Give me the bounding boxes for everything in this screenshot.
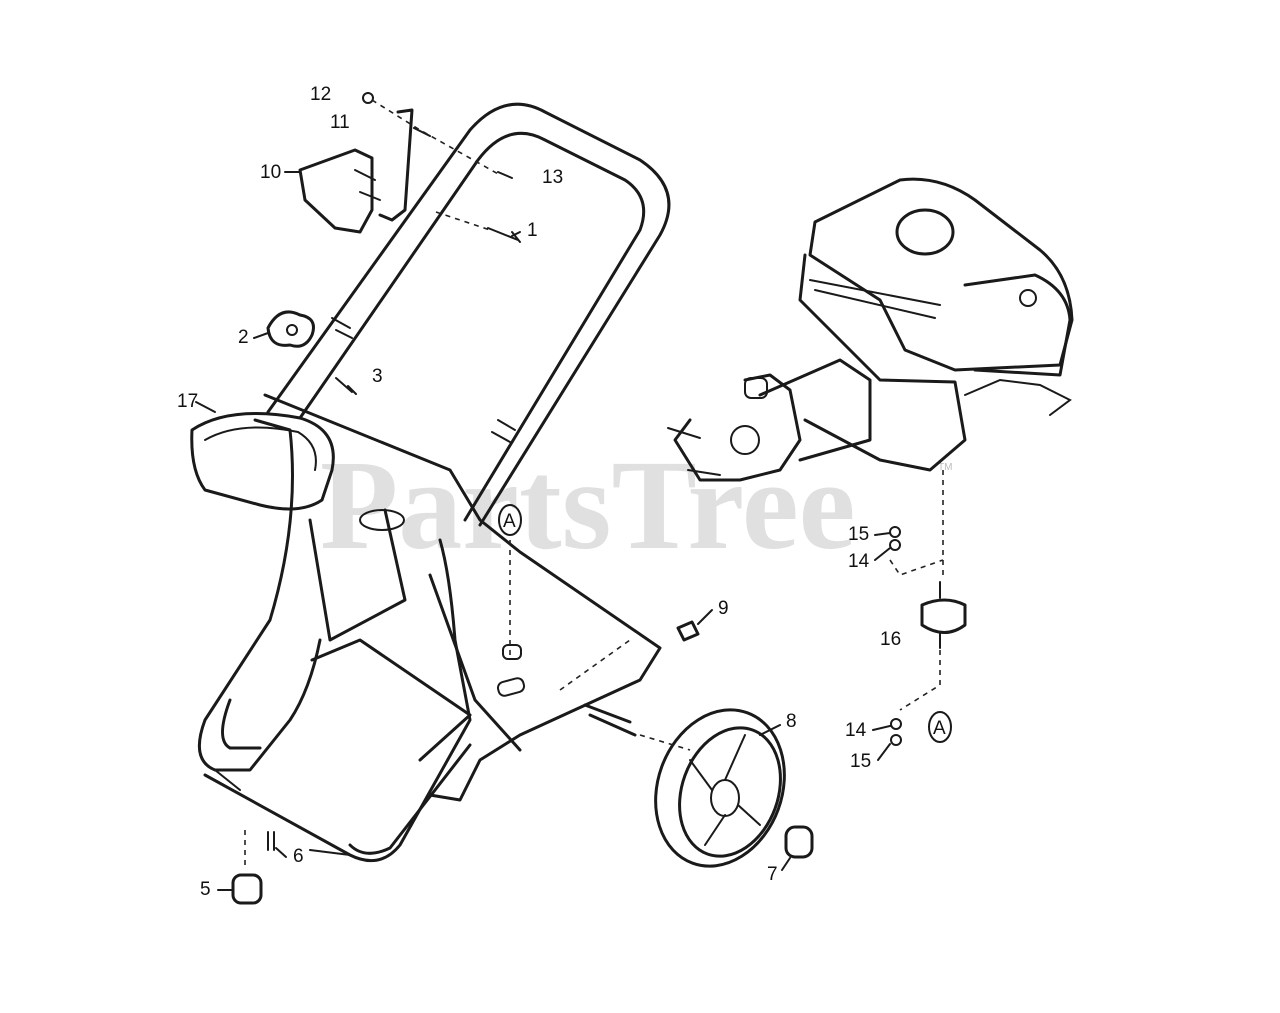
callout-1: 1 xyxy=(527,220,538,241)
callout-15-upper: 15 xyxy=(848,524,869,545)
main-frame xyxy=(197,393,662,863)
hose-hook xyxy=(298,108,414,234)
callout-5: 5 xyxy=(200,879,211,900)
callout-11: 11 xyxy=(330,112,350,133)
callout-13: 13 xyxy=(542,167,563,188)
bolts xyxy=(335,92,521,395)
callout-8: 8 xyxy=(786,711,797,732)
callout-7: 7 xyxy=(767,864,778,885)
callout-2: 2 xyxy=(238,327,249,348)
svg-text:A: A xyxy=(933,718,946,739)
knob xyxy=(266,310,315,348)
wheel xyxy=(583,703,786,868)
isolator-mount xyxy=(889,526,967,746)
callout-10: 10 xyxy=(260,162,281,183)
callout-12: 12 xyxy=(310,84,331,105)
callout-6: 6 xyxy=(293,846,304,867)
watermark-trademark: TM xyxy=(938,462,952,473)
callout-9: 9 xyxy=(718,598,729,619)
callouts: 12 11 10 13 1 2 3 17 15 14 9 16 8 14 15 … xyxy=(177,84,901,900)
callout-14-lower: 14 xyxy=(845,720,867,741)
watermark: PartsTree xyxy=(320,434,855,576)
svg-text:A: A xyxy=(503,511,516,532)
callout-14-upper: 14 xyxy=(848,551,870,572)
reference-marker-a1: A xyxy=(498,504,522,536)
tray xyxy=(190,412,335,511)
small-parts xyxy=(231,620,814,905)
handle-frame xyxy=(266,102,671,527)
assembly-lines xyxy=(244,99,944,870)
callout-15-lower: 15 xyxy=(850,751,871,772)
callout-16: 16 xyxy=(880,629,901,650)
reference-marker-a2: A xyxy=(928,711,952,743)
callout-3: 3 xyxy=(372,366,383,387)
engine-pump xyxy=(667,177,1074,482)
leader-lines xyxy=(195,171,891,891)
callout-17: 17 xyxy=(177,391,198,412)
